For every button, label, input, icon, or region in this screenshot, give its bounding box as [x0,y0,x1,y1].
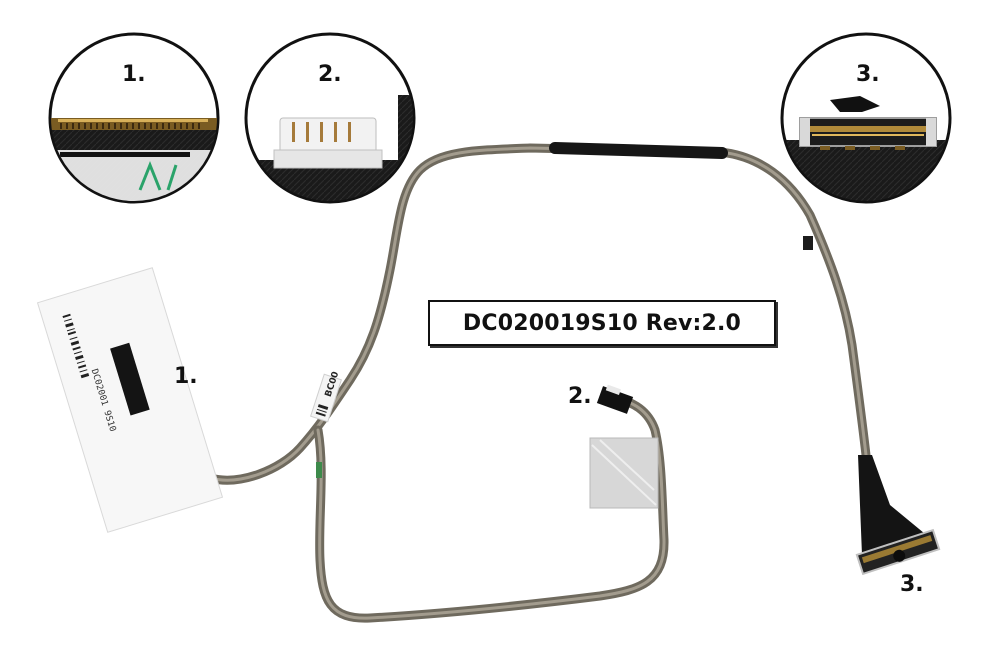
connector-2-label: 2. [568,384,592,409]
connector-3-assembly [855,455,941,576]
connector-1-body [110,342,150,416]
black-tape-wrap [549,142,728,159]
circle-2-number: 2. [318,62,342,87]
connector-3-tape [858,455,930,560]
connector-3-label: 3. [900,572,924,597]
connector-2-assembly [589,384,659,509]
part-number-text: DC020019S10 Rev:2.0 [462,310,742,336]
connector-1-assembly: DC02001 9S10 [36,267,224,533]
cable-clip [803,236,813,250]
connector-1-label: 1. [174,364,198,389]
green-tag [316,462,322,478]
lvds-cable: BC00 [163,142,871,623]
part-number-label: DC020019S10 Rev:2.0 [428,300,776,346]
circle-1-number: 1. [122,62,146,87]
cable-lower-loop [313,395,669,623]
cable-tag-sticker: BC00 [310,370,342,423]
connector-2-body [596,386,634,414]
circle-3-number: 3. [856,62,880,87]
